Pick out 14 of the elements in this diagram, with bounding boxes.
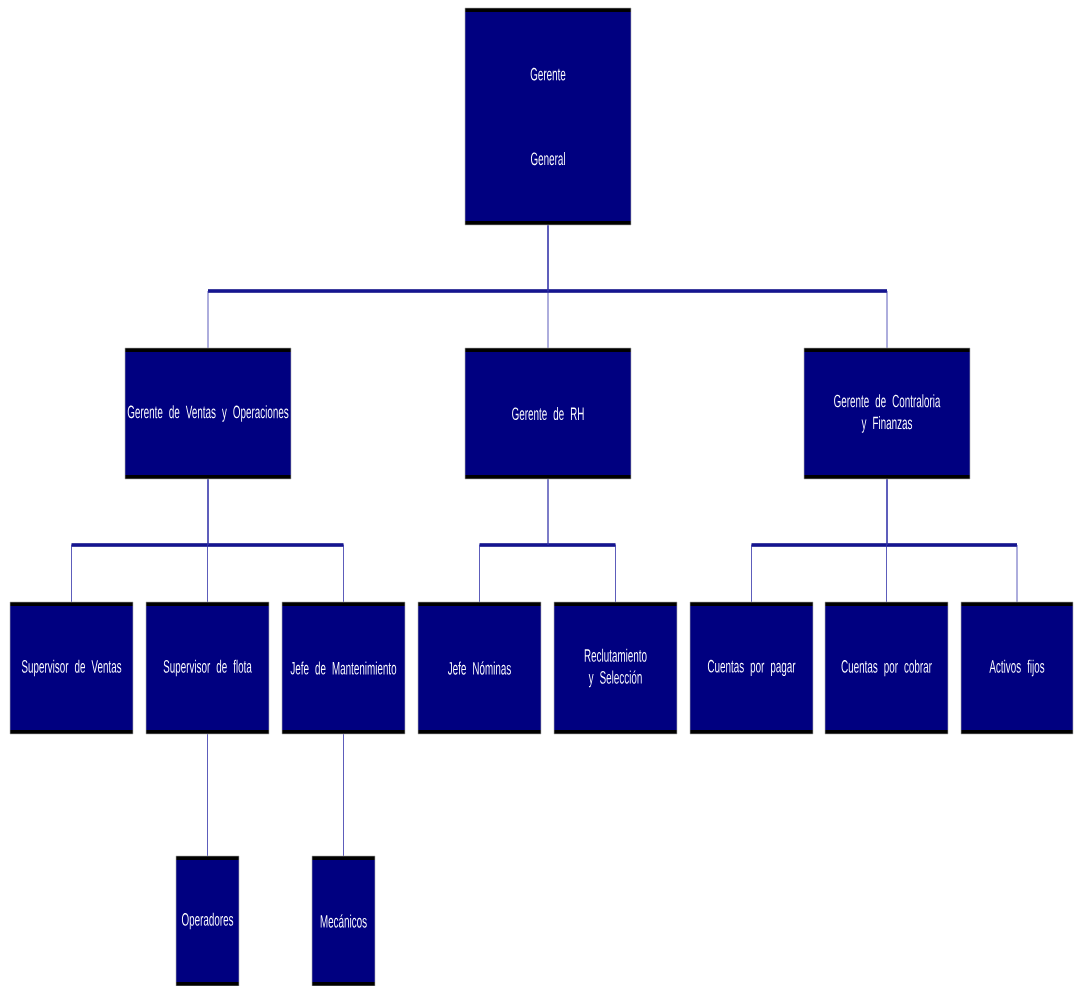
position-box: Activos fijos [960,601,1074,735]
position-box: Gerente de Ventas y Operaciones [124,347,292,480]
position-box: Gerente General [464,7,632,226]
position-box: Cuentas por cobrar [824,601,949,735]
position-box: Jefe de Mantenimiento [281,601,406,735]
position-box: Gerente de Contraloria y Finanzas [803,347,971,480]
position-box: Cuentas por pagar [689,601,814,735]
position-box: Gerente de RH [464,347,632,480]
position-box: Supervisor de flota [145,601,270,735]
position-box: Operadores [175,855,240,986]
position-box: Supervisor de Ventas [9,601,134,735]
position-box: Jefe Nóminas [417,601,542,735]
position-box: Reclutamiento y Selección [553,601,678,735]
position-box: Mecánicos [311,855,376,986]
